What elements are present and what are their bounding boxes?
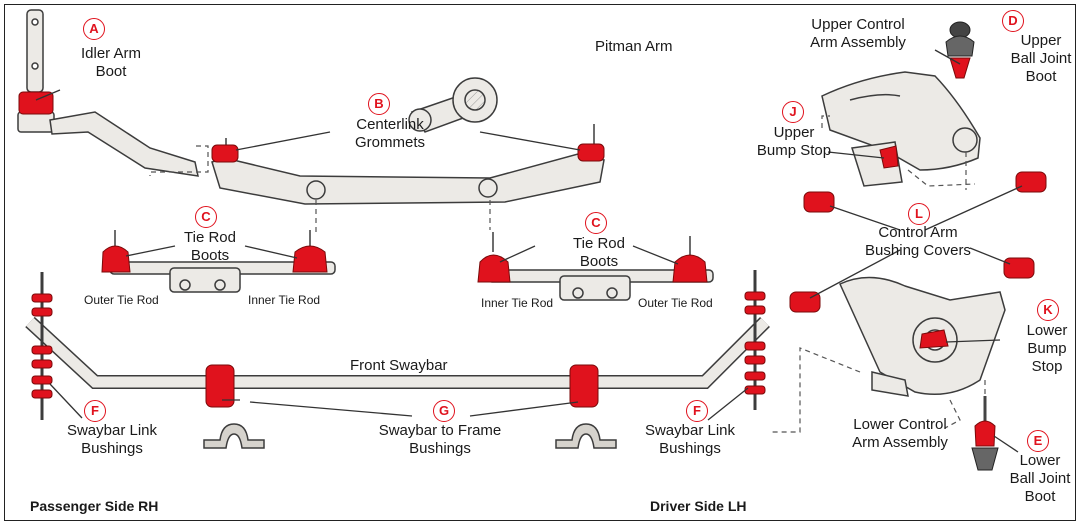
swaybar-link-bushings-left: [31, 293, 53, 399]
label-outer-tie-rod-right: Outer Tie Rod: [638, 296, 713, 310]
badge-k: K: [1037, 299, 1059, 321]
upper-ball-joint: [945, 21, 975, 79]
idler-arm-boot: [18, 91, 54, 115]
label-pitman-arm: Pitman Arm: [595, 38, 673, 55]
badge-c-left: C: [195, 206, 217, 228]
lower-ball-joint: [971, 396, 999, 471]
badge-d: D: [1002, 10, 1024, 32]
tie-rod-boot-outer-right: [672, 254, 708, 283]
pitman-arm: [408, 77, 498, 133]
upper-control-arm: [821, 71, 981, 171]
badge-e: E: [1027, 430, 1049, 452]
badge-c-right: C: [585, 212, 607, 234]
lower-bump-stop: [919, 329, 949, 349]
label-inner-tie-rod-right: Inner Tie Rod: [481, 296, 554, 310]
label-outer-tie-rod-left: Outer Tie Rod: [84, 293, 159, 307]
label-passenger-side: Passenger Side RH: [30, 498, 159, 514]
badge-j: J: [782, 101, 804, 123]
tie-rod-boot-outer-left: [101, 245, 131, 273]
badge-f-right: F: [686, 400, 708, 422]
label-driver-side: Driver Side LH: [650, 498, 747, 514]
dashed-reference-lines: [149, 115, 986, 433]
swaybar-brackets: [203, 423, 617, 449]
centerlink-grommet-right: [577, 143, 605, 162]
leader-lines: [35, 49, 1023, 453]
label-inner-tie-rod-left: Inner Tie Rod: [248, 293, 321, 307]
upper-bump-stop: [851, 141, 903, 187]
control-arm-bushing-covers: [789, 171, 1047, 313]
centerlink-grommet-left: [211, 144, 239, 163]
badge-b: B: [368, 93, 390, 115]
tie-rod-left: [109, 230, 336, 293]
idler-arm: [17, 9, 199, 177]
badge-l: L: [908, 203, 930, 225]
swaybar-frame-bushing-right: [569, 364, 599, 408]
swaybar-frame-bushing-left: [205, 364, 235, 408]
tie-rod-boot-inner-left: [292, 245, 328, 273]
tie-rod-right: [487, 232, 714, 301]
badge-g: G: [433, 400, 455, 422]
badge-f-left: F: [84, 400, 106, 422]
swaybar-link-bushings-right: [744, 291, 766, 395]
badge-a: A: [83, 18, 105, 40]
label-front-swaybar: Front Swaybar: [350, 357, 448, 374]
diagram-frame: [4, 4, 1076, 521]
